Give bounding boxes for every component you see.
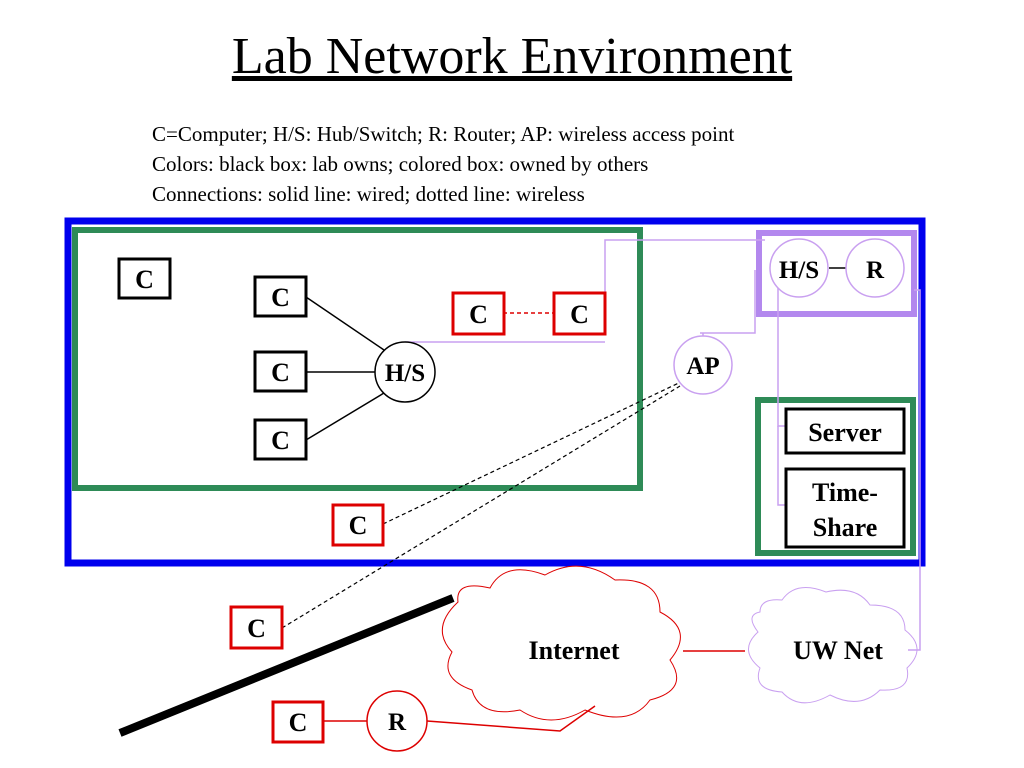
access-point[interactable]: AP bbox=[673, 335, 733, 395]
computer-label: C bbox=[135, 265, 154, 294]
computer-lab-1[interactable]: C bbox=[253, 275, 308, 318]
server-box[interactable]: Server bbox=[784, 407, 906, 455]
computer-label: C bbox=[469, 300, 488, 329]
hub-switch-label: H/S bbox=[385, 360, 425, 387]
timeshare-box[interactable]: Time- Share bbox=[784, 467, 906, 549]
access-point-label: AP bbox=[686, 353, 719, 380]
computer-label: C bbox=[247, 614, 266, 643]
uw-net-label: UW Net bbox=[793, 636, 883, 665]
computer-label: C bbox=[271, 283, 290, 312]
server-area bbox=[755, 397, 916, 556]
computer-others-3[interactable]: C bbox=[331, 503, 385, 547]
computer-lab-3[interactable]: C bbox=[253, 418, 308, 461]
computer-label: C bbox=[349, 511, 368, 540]
hub-switch-lab[interactable]: H/S bbox=[374, 341, 436, 403]
slide-title: Lab Network Environment bbox=[231, 28, 793, 85]
computer-others-5[interactable]: C bbox=[271, 700, 325, 744]
legend-line-abbreviations: C=Computer; H/S: Hub/Switch; R: Router; … bbox=[152, 122, 735, 146]
computer-lab-standalone[interactable]: C bbox=[117, 257, 172, 300]
internet-links bbox=[323, 650, 745, 732]
internet-cloud bbox=[442, 565, 681, 721]
legend: C=Computer; H/S: Hub/Switch; R: Router; … bbox=[152, 120, 734, 210]
legend-line-colors: Colors: black box: lab owns; colored box… bbox=[152, 152, 649, 176]
inner-network-area bbox=[72, 227, 643, 491]
hub-spokes bbox=[305, 296, 385, 441]
computer-label: C bbox=[271, 358, 290, 387]
router-home[interactable]: R bbox=[366, 690, 428, 752]
router-main[interactable]: R bbox=[845, 238, 905, 298]
timeshare-label-line1: Time- bbox=[812, 478, 878, 507]
computer-label: C bbox=[271, 426, 290, 455]
router-label: R bbox=[388, 709, 407, 736]
timeshare-label-line2: Share bbox=[813, 513, 878, 542]
hub-switch-router-area[interactable]: H/S bbox=[769, 238, 829, 298]
computer-others-1[interactable]: C bbox=[451, 291, 506, 336]
computer-others-4[interactable]: C bbox=[229, 605, 284, 650]
server-label: Server bbox=[808, 418, 882, 447]
computer-label: C bbox=[570, 300, 589, 329]
internet-label: Internet bbox=[529, 636, 620, 665]
legend-line-connections: Connections: solid line: wired; dotted l… bbox=[152, 182, 585, 206]
lab-boundary bbox=[64, 217, 926, 567]
router-label: R bbox=[866, 257, 885, 284]
wall-line bbox=[118, 594, 455, 737]
router-area bbox=[756, 230, 917, 317]
hub-switch-label: H/S bbox=[779, 257, 819, 284]
uw-net-cloud bbox=[748, 587, 918, 704]
computer-lab-2[interactable]: C bbox=[253, 350, 308, 393]
computer-label: C bbox=[289, 708, 308, 737]
computer-others-2[interactable]: C bbox=[552, 291, 607, 336]
wireless-ap-links bbox=[281, 379, 686, 629]
